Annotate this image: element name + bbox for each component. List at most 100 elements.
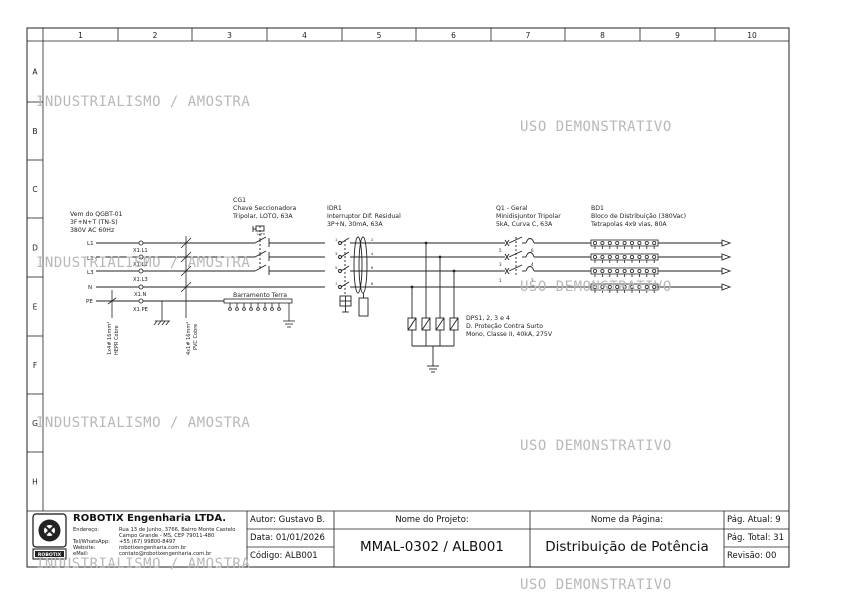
bd1-terminal (644, 284, 649, 289)
bd1-terminal (637, 240, 642, 245)
row-label: H (32, 478, 38, 487)
terminal-x1-pe: X1.PE (133, 307, 148, 313)
column-dividers (117, 28, 716, 41)
bd1-distribution-block (590, 239, 659, 293)
page-name-value: Distribuição de Potência (545, 539, 709, 555)
cg1-lock-label: LOTO (257, 232, 266, 236)
watermark: USO DEMONSTRATIVO (520, 438, 672, 454)
page-current: Pág. Atual: 9 (727, 515, 781, 525)
contact-address: Rua 13 de Junho, 3766, Bairro Monte Cast… (119, 527, 236, 533)
bd1-terminal (593, 284, 598, 289)
phase-label-l1: L1 (87, 241, 94, 247)
chassis-ground-icon (153, 301, 170, 326)
contact-email[interactable]: contato@robotixengenharia.com.br (119, 551, 212, 557)
bd1-terminal (644, 254, 649, 259)
bd1-terminal (615, 284, 620, 289)
watermark: USO DEMONSTRATIVO (520, 577, 672, 593)
q1-pin: 3 (499, 262, 502, 267)
bd1-terminal (593, 268, 598, 273)
dps-line2: Mono, Classe II, 40kA, 275V (466, 331, 553, 338)
bd1-terminal (600, 268, 605, 273)
title-block-frame (27, 510, 789, 567)
watermark: INDUSTRIALISMO / AMOSTRA (36, 94, 251, 110)
idr1-pin: 8 (371, 282, 374, 286)
dps-junction-dots (410, 241, 456, 289)
bd1-terminal (637, 268, 642, 273)
q1-pin: 4 (531, 262, 534, 267)
terminal-x1-l1: X1.L1 (133, 248, 148, 254)
cable-1-spec: 1x4# 16mm² (107, 322, 113, 355)
bd1-line1: Bloco de Distribuição (380Vac) (591, 213, 686, 220)
column-label: 9 (675, 31, 680, 40)
bd1-terminal (622, 268, 627, 273)
q1-pin-numbers: 5 3 1 6 4 2 (499, 248, 534, 283)
bd1-terminal (630, 268, 635, 273)
idr1-pin: 2 (371, 238, 373, 242)
idr1-pin: 5 (335, 266, 337, 270)
cable-2-spec: 4x1# 16mm² (186, 322, 192, 355)
page-total: Pág. Total: 31 (727, 533, 784, 543)
contact-label: Tel/WhatsApp: (73, 539, 110, 545)
column-label: 10 (747, 31, 757, 40)
bd1-tag: BD1 (591, 205, 604, 212)
q1-pin: 5 (499, 248, 502, 253)
q1-pin: 1 (499, 278, 502, 283)
contact-website[interactable]: robotixengenharia.com.br (119, 545, 187, 551)
cg1-line2: Tripolar, LOTO, 63A (232, 213, 293, 220)
bd1-terminal (630, 284, 635, 289)
source-line2: 3F+N+T (TN-S) (70, 219, 118, 226)
idr1-pin: 1 (335, 238, 337, 242)
dps-tag: DPS1, 2, 3 e 4 (466, 315, 510, 322)
bd1-terminal (630, 240, 635, 245)
q1-pin: 6 (531, 248, 534, 253)
sheet-frame (26, 27, 790, 568)
source-line1: Vem do QGBT-01 (70, 211, 123, 218)
bd1-terminal (615, 240, 620, 245)
bd1-terminal (652, 268, 657, 273)
cg1-disconnect-switch (252, 225, 270, 275)
phase-label-pe: PE (86, 299, 93, 305)
column-label: 2 (153, 31, 158, 40)
column-label: 1 (78, 31, 83, 40)
author-field: Autor: Gustavo B. (250, 515, 326, 525)
gear-icon (32, 513, 67, 548)
bd1-terminal (600, 284, 605, 289)
q1-line1: Minidisjuntor Tripolar (496, 213, 561, 220)
watermark: USO DEMONSTRATIVO (520, 119, 672, 135)
bd1-terminal (622, 284, 627, 289)
bd1-terminal (652, 254, 657, 259)
phase-label-l2: L2 (87, 256, 94, 262)
column-label: 4 (302, 31, 307, 40)
contact-labels: Endereço: Tel/WhatsApp: Website: eMail: (73, 527, 110, 557)
bd1-terminal (600, 254, 605, 259)
idr1-pin: 7 (335, 282, 337, 286)
bd1-terminal (644, 240, 649, 245)
date-field: Data: 01/01/2026 (250, 533, 325, 543)
row-label: E (33, 303, 38, 312)
contact-label: eMail: (73, 551, 89, 557)
bd1-terminal (622, 254, 627, 259)
page-name-label: Nome da Página: (590, 515, 664, 525)
bd1-terminal (622, 240, 627, 245)
logo-text: ROBOTIX (38, 552, 62, 558)
bd1-terminal (615, 254, 620, 259)
cg1-tag: CG1 (233, 197, 246, 204)
idr1-line2: 3P+N, 30mA, 63A (327, 221, 383, 228)
bd1-terminal (637, 254, 642, 259)
row-label: G (32, 419, 38, 428)
bd1-terminal (644, 268, 649, 273)
idr1-pin: 6 (371, 266, 374, 270)
contact-values: Rua 13 de Junho, 3766, Bairro Monte Cast… (119, 527, 235, 557)
phase-label-l3: L3 (87, 270, 94, 276)
bd1-terminal (607, 240, 612, 245)
bd1-terminal (593, 240, 598, 245)
q1-pin: 2 (531, 278, 534, 283)
dps-line1: D. Proteção Contra Surto (466, 323, 543, 330)
q1-tag: Q1 - Geral (496, 205, 528, 212)
bd1-terminal (637, 284, 642, 289)
phase-label-n: N (88, 285, 92, 291)
revision: Revisão: 00 (727, 551, 777, 561)
bd1-terminal (652, 240, 657, 245)
